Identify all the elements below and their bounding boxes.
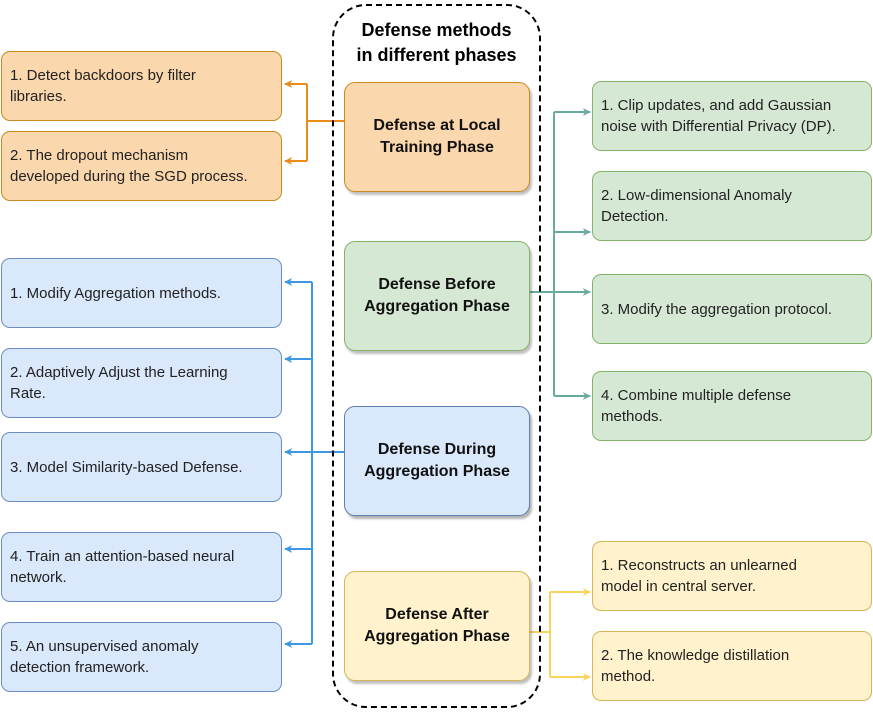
during-method-3-line-1: 3. Model Similarity-based Defense.	[10, 458, 243, 476]
before-method-1-line-1: 1. Clip updates, and add Gaussian	[601, 97, 832, 114]
diagram-title-line-2: in different phases	[356, 45, 517, 65]
before-method-4-line-2: methods.	[601, 408, 663, 425]
local-phase-connectors	[284, 80, 344, 165]
during-method-2-line-1: 2. Adaptively Adjust the Learning	[10, 364, 228, 381]
phase-during-aggregation-line-2: Aggregation Phase	[364, 463, 510, 480]
during-method-5: 5. An unsupervised anomaly detection fra…	[1, 622, 282, 692]
before-method-3: 3. Modify the aggregation protocol.	[592, 274, 872, 344]
before-method-2-line-1: 2. Low-dimensional Anomaly	[601, 187, 792, 204]
local-method-1: 1. Detect backdoors by filter libraries.	[1, 51, 282, 121]
phase-during-aggregation-line-1: Defense During	[377, 441, 497, 458]
during-method-3: 3. Model Similarity-based Defense.	[1, 432, 282, 502]
after-method-1: 1. Reconstructs an unlearned model in ce…	[592, 541, 872, 611]
during-method-1-line-1: 1. Modify Aggregation methods.	[10, 284, 221, 302]
before-method-4-line-1: 4. Combine multiple defense	[601, 387, 792, 404]
during-method-4-line-2: network.	[10, 569, 67, 586]
during-method-2: 2. Adaptively Adjust the Learning Rate.	[1, 348, 282, 418]
phase-before-aggregation: Defense Before Aggregation Phase	[344, 241, 530, 351]
during-phase-connectors	[284, 278, 344, 648]
phase-before-aggregation-line-1: Defense Before	[378, 276, 496, 293]
phase-before-aggregation-line-2: Aggregation Phase	[364, 298, 510, 315]
before-method-1: 1. Clip updates, and add Gaussian noise …	[592, 81, 872, 151]
before-method-3-line-1: 3. Modify the aggregation protocol.	[601, 300, 832, 318]
after-method-2: 2. The knowledge distillation method.	[592, 631, 872, 701]
diagram-title-line-1: Defense methods	[361, 20, 512, 40]
during-method-2-line-2: Rate.	[10, 385, 46, 402]
after-method-1-line-1: 1. Reconstructs an unlearned	[601, 557, 797, 574]
local-method-2-line-1: 2. The dropout mechanism	[10, 147, 189, 164]
phase-after-aggregation-line-2: Aggregation Phase	[364, 628, 510, 645]
during-method-4-line-1: 4. Train an attention-based neural	[10, 548, 235, 565]
after-method-1-line-2: model in central server.	[601, 578, 757, 595]
during-method-1: 1. Modify Aggregation methods.	[1, 258, 282, 328]
local-method-2: 2. The dropout mechanism developed durin…	[1, 131, 282, 201]
phase-local-training-line-2: Training Phase	[380, 139, 494, 156]
local-method-2-line-2: developed during the SGD process.	[10, 168, 248, 185]
local-method-1-line-1: 1. Detect backdoors by filter	[10, 67, 196, 84]
phase-after-aggregation-line-1: Defense After	[385, 606, 489, 623]
before-method-1-line-2: noise with Differential Privacy (DP).	[601, 118, 836, 135]
phases-frame	[332, 4, 541, 708]
during-method-4: 4. Train an attention-based neural netwo…	[1, 532, 282, 602]
before-method-4: 4. Combine multiple defense methods.	[592, 371, 872, 441]
phase-after-aggregation: Defense After Aggregation Phase	[344, 571, 530, 681]
before-phase-connectors	[530, 108, 591, 400]
local-method-1-line-2: libraries.	[10, 88, 67, 105]
after-method-2-line-2: method.	[601, 668, 656, 685]
phase-during-aggregation: Defense During Aggregation Phase	[344, 406, 530, 516]
diagram-title: Defense methods in different phases	[332, 18, 541, 68]
phase-local-training: Defense at Local Training Phase	[344, 82, 530, 192]
during-method-5-line-1: 5. An unsupervised anomaly	[10, 638, 199, 655]
before-method-2-line-2: Detection.	[601, 208, 669, 225]
during-method-5-line-2: detection framework.	[10, 659, 150, 676]
phase-local-training-line-1: Defense at Local	[373, 117, 501, 134]
before-method-2: 2. Low-dimensional Anomaly Detection.	[592, 171, 872, 241]
after-method-2-line-1: 2. The knowledge distillation	[601, 647, 790, 664]
